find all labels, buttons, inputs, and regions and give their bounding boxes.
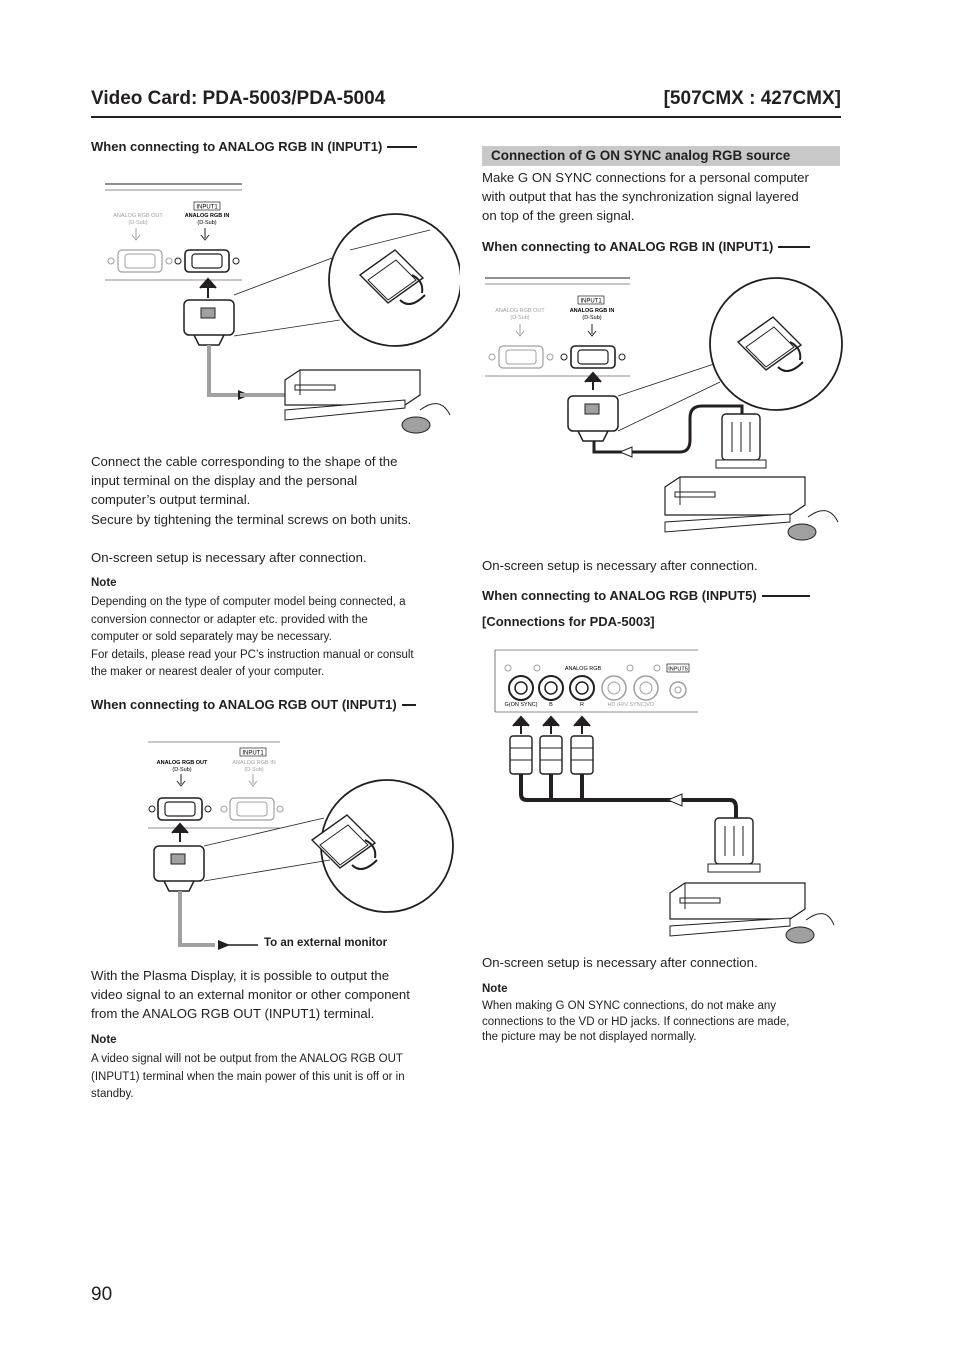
vga-plug [153,845,205,892]
svg-text:G(ON SYNC): G(ON SYNC) [505,702,538,708]
page-number: 90 [91,1284,113,1305]
in-label: ANALOG RGB IN [232,760,275,766]
magnified-connector-circle [617,277,843,432]
magnified-connector-circle [203,779,454,913]
bnc-jack-vd [633,675,659,701]
note-text-3: When making G ON SYNC connections, do no… [482,1000,790,1044]
out-label: ANALOG RGB OUT [495,308,545,314]
audio-jack [669,681,687,699]
input-tag-label: INPUT5 [668,667,688,673]
svg-text:(D-Sub): (D-Sub) [172,767,191,773]
vga-plug-vertical [707,817,761,873]
svg-text:VD: VD [646,702,654,708]
svg-text:R: R [580,702,584,708]
note-label-3: Note [482,983,508,995]
section-heading-rgb-in: When connecting to ANALOG RGB IN (INPUT1… [91,139,418,154]
computer-icon [669,882,835,944]
svg-text:(D-Sub): (D-Sub) [244,767,263,773]
vga-plug-vertical [715,413,767,469]
bnc-jack-hd [601,675,627,701]
g-on-sync-heading: Connection of G ON SYNC analog RGB sourc… [482,146,840,166]
page-title: Video Card: PDA-5003/PDA-5004 [91,88,386,109]
out-label: ANALOG RGB OUT [113,213,163,219]
section-heading-rgb-out: When connecting to ANALOG RGB OUT (INPUT… [91,697,416,712]
input-tag-label: INPUT1 [242,751,264,757]
vga-plug [567,395,619,442]
diagram-gsync-rgb-in: INPUT1 ANALOG RGB OUT (D-Sub) ANALOG RGB… [485,277,843,541]
bnc-jack-g [508,675,534,701]
in-label: ANALOG RGB IN [570,308,615,314]
g-on-sync-intro: Make G ON SYNC connections for a persona… [482,170,809,224]
setup-text-2: On-screen setup is necessary after conne… [482,558,758,573]
input-tag-label: INPUT1 [196,205,218,211]
svg-text:B: B [549,702,553,708]
svg-text:(D-Sub): (D-Sub) [197,220,216,226]
vga-port-out [488,345,554,369]
note-label-1: Note [91,577,117,589]
bnc-jack-r [569,675,595,701]
panel-label: ANALOG RGB [565,666,602,672]
computer-icon [664,476,839,541]
setup-text-3: On-screen setup is necessary after conne… [482,955,758,970]
bnc-plug-r [570,715,594,775]
note-text-1: Depending on the type of computer model … [91,596,414,679]
bnc-jack-b [538,675,564,701]
svg-text:(D-Sub): (D-Sub) [510,315,529,321]
title-divider [91,116,841,118]
bnc-plug-b [539,715,563,775]
vga-port-in [220,797,284,821]
vga-plug [183,299,235,346]
bnc-plug-g [509,715,533,775]
computer-icon [284,369,451,434]
section-heading-rgb-input5: When connecting to ANALOG RGB (INPUT5) [482,588,810,603]
note-text-2: A video signal will not be output from t… [91,1053,405,1101]
vga-port-out [107,249,173,273]
section-heading-gsync-rgb-in: When connecting to ANALOG RGB IN (INPUT1… [482,239,811,254]
svg-text:(D-Sub): (D-Sub) [582,315,601,321]
svg-text:(D-Sub): (D-Sub) [128,220,147,226]
svg-text:HD (H/V SYNC): HD (H/V SYNC) [607,702,646,708]
diagram-rgb-input5: ANALOG RGB INPUT5 G(ON SYNC) B R HD (H/V… [494,649,835,944]
magnified-connector-circle [233,213,460,347]
model-numbers: [507CMX : 427CMX] [663,88,841,109]
output-description: With the Plasma Display, it is possible … [91,968,410,1022]
pda5003-subheading: [Connections for PDA-5003] [482,614,655,629]
connect-instructions: Connect the cable corresponding to the s… [91,454,412,527]
out-label: ANALOG RGB OUT [157,760,208,766]
diagram-rgb-out-input1: INPUT1 ANALOG RGB OUT (D-Sub) ANALOG RGB… [148,741,454,950]
input-tag-label: INPUT1 [580,299,602,305]
vga-port-out [148,797,212,821]
vga-port-in [174,249,240,273]
in-label: ANALOG RGB IN [185,213,230,219]
external-monitor-caption: To an external monitor [264,937,388,949]
note-label-2: Note [91,1034,117,1046]
setup-text-1: On-screen setup is necessary after conne… [91,550,367,565]
vga-port-in [560,345,626,369]
diagram-rgb-in-input1: INPUT1 ANALOG RGB OUT (D-Sub) ANALOG RGB… [105,183,460,434]
